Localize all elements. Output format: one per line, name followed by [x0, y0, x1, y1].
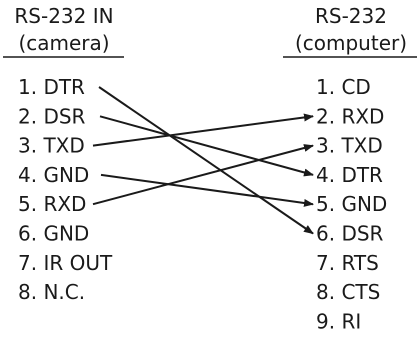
- wire-group: [92, 86, 314, 235]
- left-pin-4: 4. GND: [18, 163, 89, 187]
- left-pin-8: 8. N.C.: [18, 280, 85, 304]
- left-pin-2: 2. DSR: [18, 104, 86, 128]
- wire-4-to-5: [100, 173, 314, 207]
- right-pin-5: 5. GND: [316, 192, 387, 216]
- wire-3-to-2: [92, 113, 314, 147]
- right-pin-3: 3. TXD: [316, 134, 383, 158]
- right-pin-list: 1. CD 2. RXD 3. TXD 4. DTR 5. GND 6. DSR 7. RT…: [316, 75, 387, 333]
- left-pin-list: 1. DTR 2. DSR 3. TXD 4. GND 5. RXD 6. GND 7. I…: [18, 75, 113, 304]
- right-pin-8: 8. CTS: [316, 280, 380, 304]
- wire-2-to-4: [99, 115, 314, 177]
- right-pin-9: 9. RI: [316, 309, 361, 333]
- right-pin-2: 2. RXD: [316, 104, 384, 128]
- left-pin-5: 5. RXD: [18, 192, 86, 216]
- right-header-title: RS-232: [315, 4, 387, 28]
- left-pin-1: 1. DTR: [18, 75, 85, 99]
- right-pin-7: 7. RTS: [316, 251, 379, 275]
- left-header-title: RS-232 IN: [14, 4, 113, 28]
- right-pin-1: 1. CD: [316, 75, 371, 99]
- right-header-subtitle: (computer): [295, 31, 407, 55]
- left-pin-6: 6. GND: [18, 222, 89, 246]
- wire-5-to-3: [92, 144, 314, 206]
- left-pin-3: 3. TXD: [18, 134, 85, 158]
- right-pin-4: 4. DTR: [316, 163, 383, 187]
- left-header-subtitle: (camera): [18, 31, 109, 55]
- wire-1-to-6: [98, 86, 314, 235]
- right-pin-6: 6. DSR: [316, 222, 384, 246]
- left-pin-7: 7. IR OUT: [18, 251, 113, 275]
